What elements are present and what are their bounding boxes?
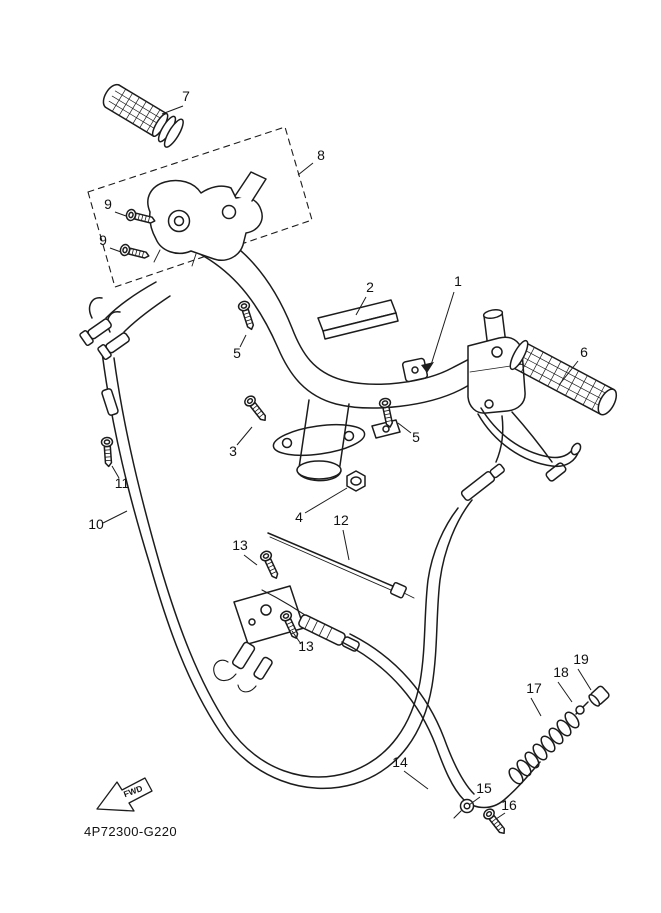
callout-10: 10 (88, 516, 104, 532)
switch-housing (147, 171, 267, 267)
callout-1: 1 (454, 273, 462, 289)
callout-13-lower: 13 (298, 638, 314, 654)
cable-adjuster-left-2 (97, 332, 130, 361)
brake-lever-assembly (467, 336, 582, 468)
callout-9-upper: 9 (104, 196, 112, 212)
fwd-arrow (96, 777, 153, 812)
callout-11: 11 (115, 475, 130, 491)
ring-clip (453, 798, 475, 819)
callout-15: 15 (476, 780, 492, 796)
handlebar (161, 213, 507, 482)
right-grip (509, 339, 618, 416)
screw-11 (100, 436, 115, 468)
cable-adjuster-right (460, 463, 505, 501)
screw-3 (242, 393, 271, 425)
callout-2: 2 (366, 279, 374, 295)
callout-13-upper: 13 (232, 537, 248, 553)
cable-joint (101, 388, 119, 416)
brake-cable (341, 633, 610, 809)
caution-label (317, 299, 399, 340)
screw-9b (118, 242, 151, 263)
diagram-code: 4P72300-G220 (84, 824, 177, 839)
left-grip (102, 84, 184, 148)
switch-housing-boundary (87, 126, 313, 288)
callout-16: 16 (501, 797, 517, 813)
callout-8: 8 (317, 147, 325, 163)
callout-4: 4 (295, 509, 303, 525)
callout-labels: 7 8 9 9 2 1 5 6 3 5 4 11 10 12 13 13 19 … (88, 88, 589, 813)
callout-12: 12 (333, 512, 349, 528)
leader-arrowhead (421, 362, 434, 373)
callout-19: 19 (573, 651, 589, 667)
cable-bracket (213, 585, 360, 693)
callout-7: 7 (182, 88, 190, 104)
flange-nut (346, 470, 366, 492)
cable-end-cap (588, 685, 610, 707)
callout-9-lower: 9 (99, 232, 107, 248)
callout-18: 18 (553, 664, 569, 680)
callout-5-left: 5 (233, 345, 241, 361)
cable-adjuster-left-1 (79, 318, 112, 347)
callout-5-right: 5 (412, 429, 420, 445)
leader-lines (102, 105, 592, 820)
cable-assembly (79, 281, 567, 790)
callout-3: 3 (229, 443, 237, 459)
cable-fitting (575, 705, 585, 715)
callout-17: 17 (526, 680, 542, 696)
screw-13a (258, 548, 283, 582)
callout-14: 14 (392, 754, 408, 770)
callout-6: 6 (580, 344, 588, 360)
cable-tie (267, 532, 415, 599)
